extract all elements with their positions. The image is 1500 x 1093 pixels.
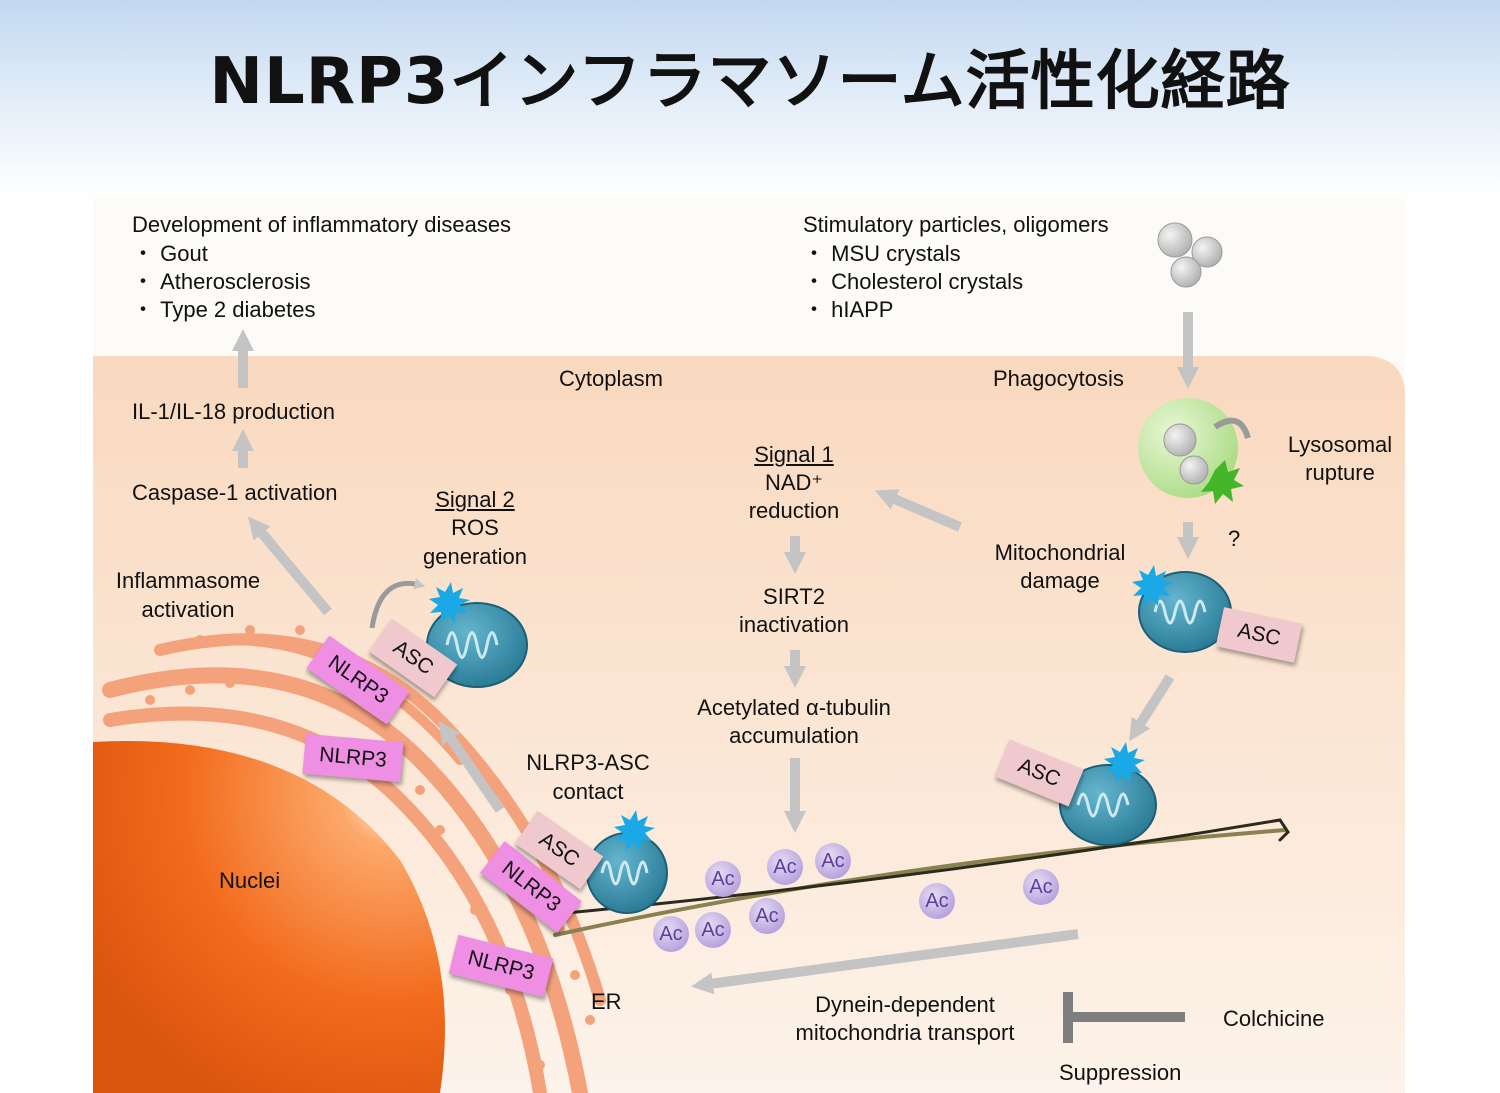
nlrp3-tag: NLRP3	[302, 733, 404, 783]
stimuli-item: ・ hIAPP	[803, 297, 894, 322]
acetyl-group: Ac	[749, 898, 785, 934]
inflammasome-label: Inflammasome	[115, 568, 261, 593]
il-production-label: IL-1/IL-18 production	[132, 399, 336, 424]
nuclei-label: Nuclei	[219, 868, 281, 893]
signal2-label: Signal 2	[435, 487, 515, 512]
ros-burst-icon	[429, 565, 1173, 851]
nucleus	[93, 740, 445, 1093]
acetyl-group: Ac	[705, 861, 741, 897]
stimuli-item: ・ Cholesterol crystals	[803, 269, 1024, 294]
acetyl-group: Ac	[695, 912, 731, 948]
contact-label: NLRP3-ASC	[526, 750, 650, 775]
contact-label: contact	[552, 779, 624, 804]
ros-label: generation	[423, 544, 527, 569]
disease-item: ・ Gout	[132, 241, 208, 266]
mito-damage-label: Mitochondrial	[994, 540, 1126, 565]
er-ribosomes	[145, 625, 595, 1070]
inflammasome-label: activation	[141, 597, 235, 622]
disease-item: ・ Atherosclerosis	[132, 269, 311, 294]
particle-icon	[1157, 222, 1223, 288]
nad-label: NAD⁺	[764, 470, 824, 495]
dynein-label: Dynein-dependent	[815, 992, 995, 1017]
acetylated-label: Acetylated α-tubulin	[697, 695, 891, 720]
dynein-label: mitochondria transport	[795, 1020, 1015, 1045]
page-title: NLRP3インフラマソーム活性化経路	[209, 45, 1291, 119]
acetyl-group: Ac	[1023, 869, 1059, 905]
caspase-label: Caspase-1 activation	[132, 480, 338, 505]
lysosomal-label: Lysosomal	[1287, 432, 1393, 457]
suppression-label: Suppression	[1059, 1060, 1182, 1085]
diseases-heading: Development of inflammatory diseases	[132, 212, 512, 237]
nad-label: reduction	[748, 498, 840, 523]
phagocytosis-label: Phagocytosis	[993, 366, 1124, 391]
sirt2-label: SIRT2	[763, 584, 825, 609]
title-band	[0, 0, 1500, 200]
colchicine-label: Colchicine	[1223, 1006, 1325, 1031]
sirt2-label: inactivation	[738, 612, 850, 637]
inhibition-bar-icon	[1063, 992, 1185, 1043]
acetyl-group: Ac	[815, 843, 851, 879]
acetyl-group: Ac	[767, 849, 803, 885]
question-mark: ?	[1228, 526, 1241, 551]
mito-damage-label: damage	[1020, 568, 1100, 593]
acetyl-group: Ac	[653, 916, 689, 952]
arrow-icon	[231, 312, 1200, 995]
cytoplasm-label: Cytoplasm	[559, 366, 663, 391]
signal1-label: Signal 1	[754, 442, 834, 467]
lysosome-icon	[1138, 398, 1251, 504]
er-label: ER	[591, 989, 622, 1014]
rupture-label: rupture	[1305, 460, 1375, 485]
ros-label: ROS	[451, 515, 499, 540]
stimuli-item: ・ MSU crystals	[803, 241, 961, 266]
disease-item: ・ Type 2 diabetes	[132, 297, 316, 322]
acetylated-label: accumulation	[729, 723, 859, 748]
acetyl-group: Ac	[919, 883, 955, 919]
stimuli-heading: Stimulatory particles, oligomers	[803, 212, 1109, 237]
